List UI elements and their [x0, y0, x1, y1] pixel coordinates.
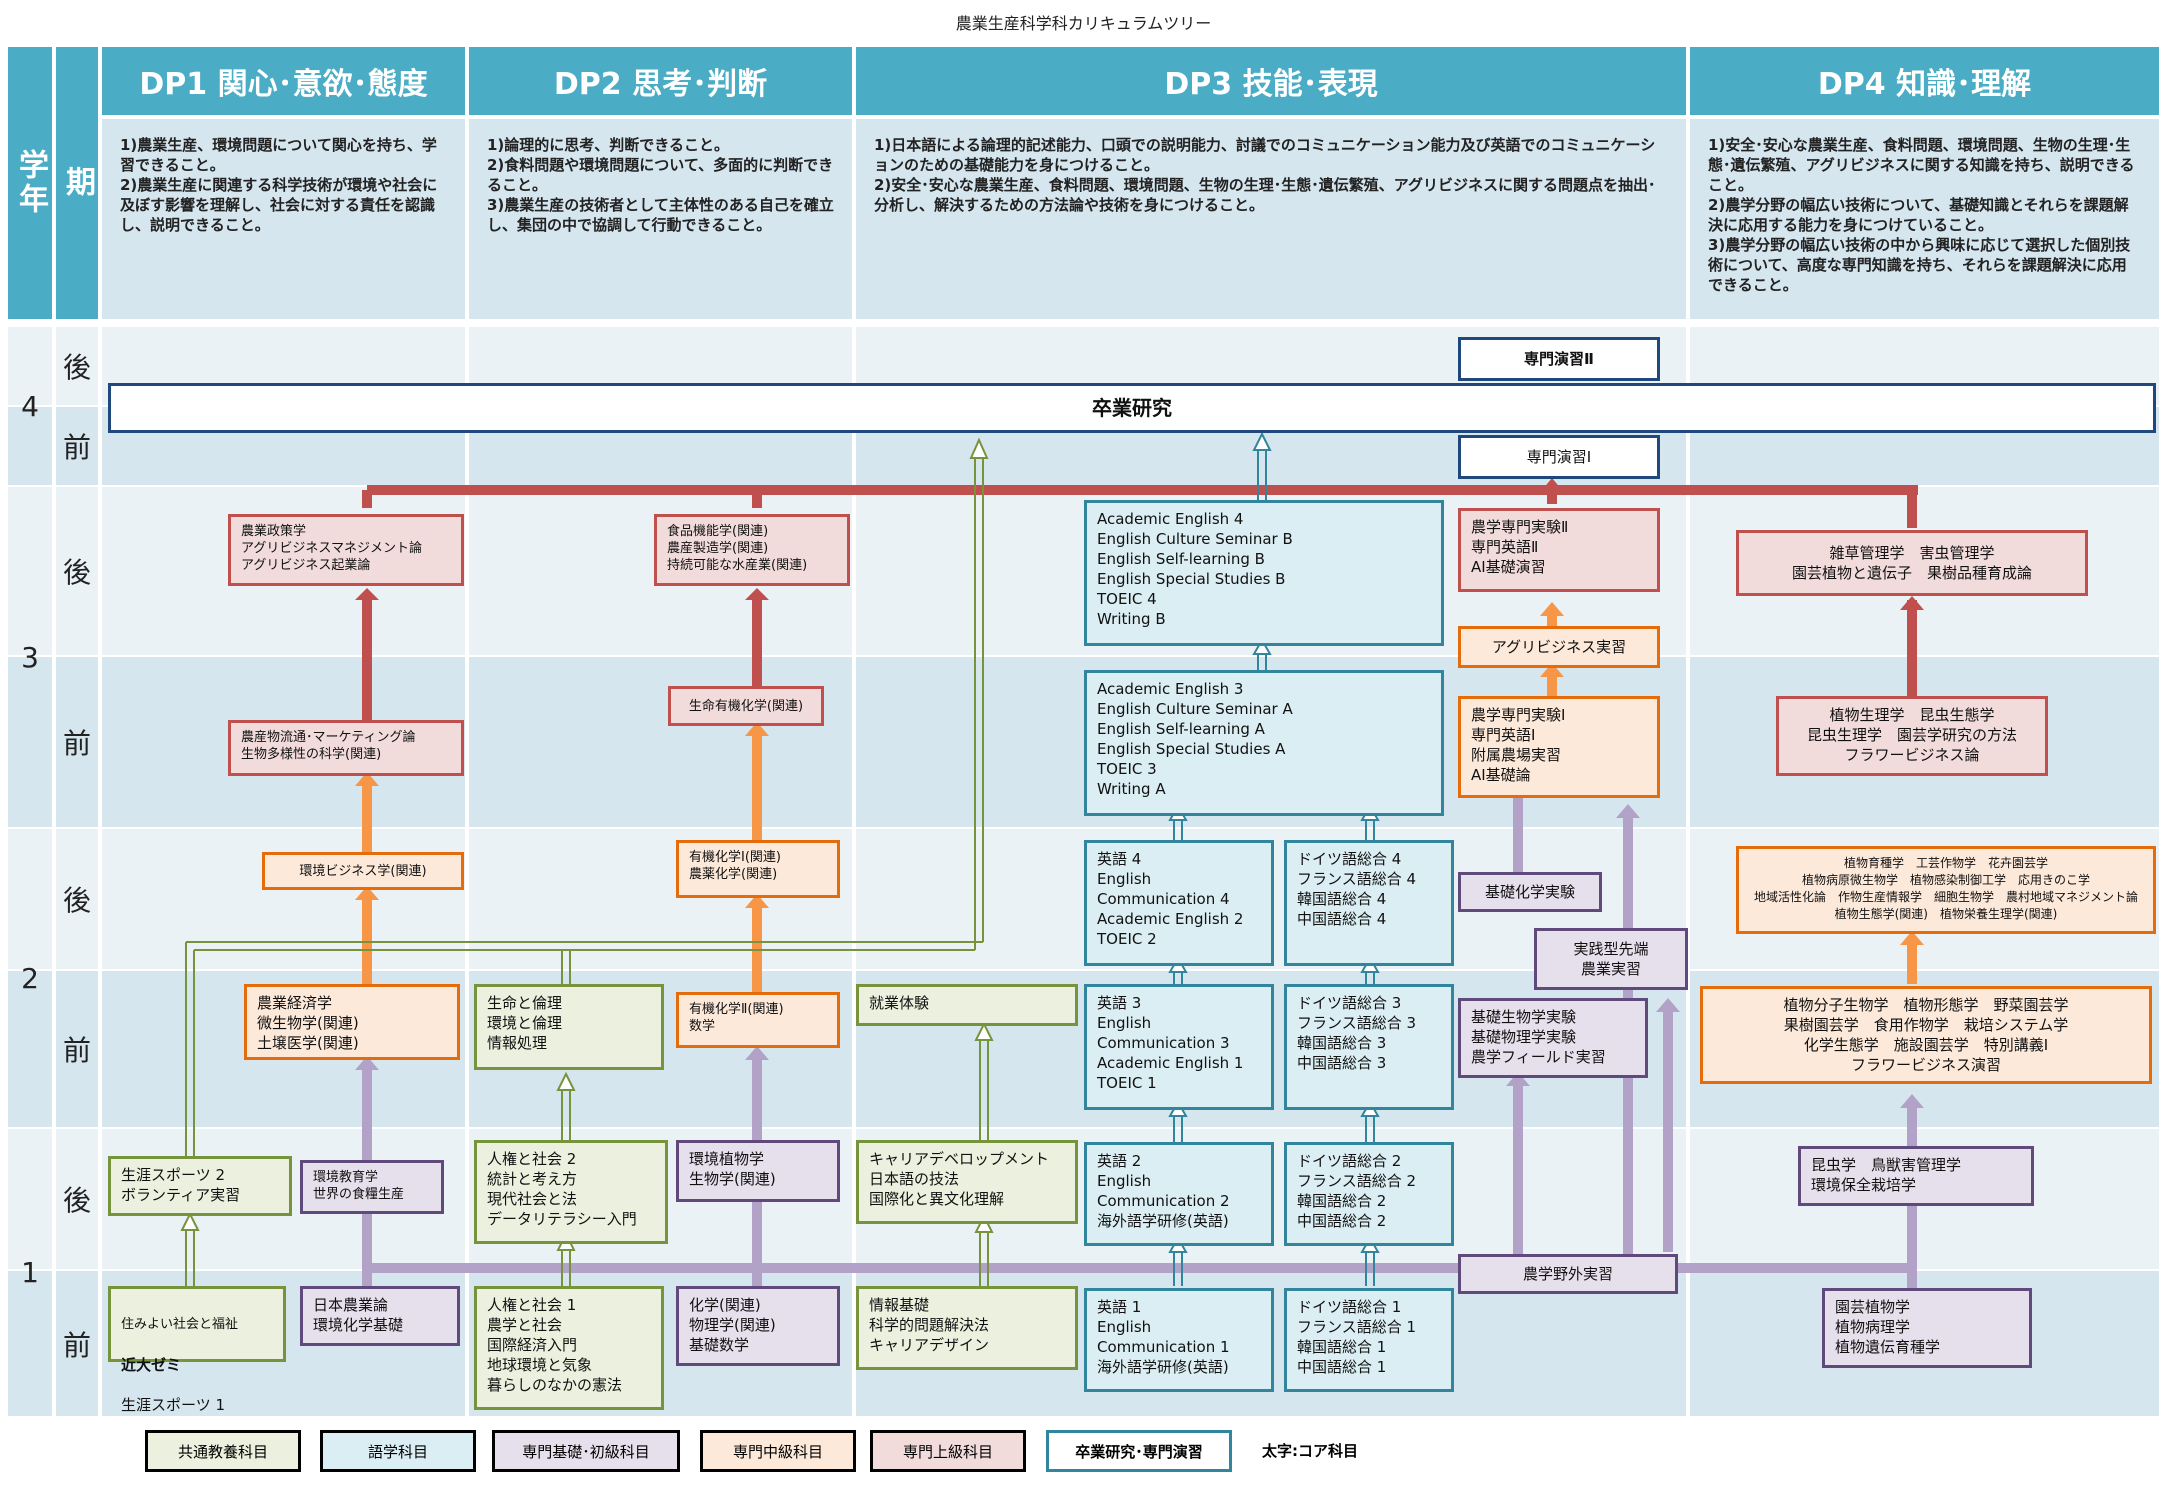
y1-late-general-courses: 人権と社会 2 統計と考え方 現代社会と法 データリテラシー入門 [474, 1140, 668, 1244]
sotsugyo-kenkyu: 卒業研究 [108, 383, 2156, 433]
year-3: 3 [21, 640, 39, 674]
y3-late-jikken-courses: 農学専門実験Ⅱ 専門英語Ⅱ AI基礎演習 [1458, 508, 1660, 592]
term-1-early: 前 [62, 1328, 91, 1362]
legend-language: 語学科目 [320, 1430, 476, 1472]
y2-early-language-courses: ドイツ語総合 3 フランス語総合 3 韓国語総合 3 中国語総合 3 [1284, 984, 1454, 1110]
y2-early-dp1-courses: 農業経済学 微生物学(関連) 土壌医学(関連) [244, 984, 460, 1060]
y2-early-dp4-courses: 植物分子生物学 植物形態学 野菜園芸学 果樹園芸学 食用作物学 栽培システム学 … [1700, 986, 2152, 1084]
y1-late-career-courses: キャリアデベロップメント 日本語の技法 国際化と異文化理解 [856, 1140, 1078, 1224]
y3-late-dp1-courses: 農業政策学 アグリビジネスマネジメント論 アグリビジネス起業論 [228, 514, 464, 586]
legend-basic: 専門基礎･初級科目 [492, 1430, 680, 1472]
dp1-description: 1)農業生産、環境問題について関心を持ち、学習できること。 2)農業生産に関連す… [102, 119, 465, 319]
y2-late-english-courses: 英語 4 English Communication 4 Academic En… [1084, 840, 1274, 966]
y1-late-dp2-courses: 環境植物学 生物学(関連) [676, 1140, 840, 1202]
shugyo-taiken: 就業体験 [856, 984, 1078, 1026]
kiso-seibutsu-jikken: 基礎生物学実験 基礎物理学実験 農学フィールド実習 [1458, 998, 1648, 1078]
dp4-header: DP4 知識･理解 [1690, 47, 2159, 115]
y3-late-dp4-courses: 雑草管理学 害虫管理学 園芸植物と遺伝子 果樹品種育成論 [1736, 530, 2088, 596]
y2-late-language-courses: ドイツ語総合 4 フランス語総合 4 韓国語総合 4 中国語総合 4 [1284, 840, 1454, 966]
y3-late-dp2-courses: 食品機能学(関連) 農産製造学(関連) 持続可能な水産業(関連) [654, 514, 850, 586]
senmon-enshu-2: 専門演習Ⅱ [1458, 337, 1660, 381]
y2-early-english-courses: 英語 3 English Communication 3 Academic En… [1084, 984, 1274, 1110]
y1-early-language-courses: ドイツ語総合 1 フランス語総合 1 韓国語総合 1 中国語総合 1 [1284, 1288, 1454, 1392]
nogaku-yagai-jisshu: 農学野外実習 [1458, 1254, 1678, 1294]
term-2-late: 後 [62, 884, 91, 917]
y1-early-kindai-courses: 住みよい社会と福祉 近大ゼミ 生涯スポーツ 1 [108, 1286, 286, 1414]
y1-early-dp4-courses: 園芸植物学 植物病理学 植物遺伝育種学 [1822, 1288, 2032, 1368]
year-4: 4 [21, 389, 39, 423]
y2-early-general-courses: 生命と倫理 環境と倫理 情報処理 [474, 984, 664, 1070]
legend-advanced: 専門上級科目 [870, 1430, 1026, 1472]
y3-late-english-courses: Academic English 4 English Culture Semin… [1084, 500, 1444, 646]
dp3-description: 1)日本語による論理的記述能力、口頭での説明能力、討議でのコミュニケーション能力… [856, 119, 1686, 319]
term-1-late: 後 [62, 1184, 91, 1217]
y1-late-env-courses: 環境教育学 世界の食糧生産 [300, 1160, 444, 1214]
y3-early-english-courses: Academic English 3 English Culture Semin… [1084, 670, 1444, 816]
y1-late-sports-courses: 生涯スポーツ 2 ボランティア実習 [108, 1156, 292, 1216]
y1-early-general-courses: 人権と社会 1 農学と社会 国際経済入門 地球環境と気象 暮らしのなかの憲法 [474, 1286, 664, 1410]
jissen-sentan-nogyo-jisshu: 実践型先端 農業実習 [1534, 928, 1688, 990]
shogai-sports-1: 生涯スポーツ 1 [121, 1396, 226, 1414]
y3-early-dp2-courses: 生命有機化学(関連) [668, 686, 824, 726]
y2-early-dp2-courses: 有機化学Ⅱ(関連) 数学 [676, 992, 840, 1048]
y1-early-info-courses: 情報基礎 科学的問題解決法 キャリアデザイン [856, 1286, 1078, 1370]
dp4-description: 1)安全･安心な農業生産、食料問題、環境問題、生物の生理･生態･遺伝繁殖、アグリ… [1690, 119, 2159, 319]
term-3-late: 後 [62, 556, 91, 589]
y1-early-english-courses: 英語 1 English Communication 1 海外語学研修(英語) [1084, 1288, 1274, 1392]
sumiyoi-shakai: 住みよい社会と福祉 [121, 1317, 239, 1332]
y3-early-jikken-courses: 農学専門実験Ⅰ 専門英語Ⅰ 附属農場実習 AI基礎論 [1458, 696, 1660, 798]
year-2: 2 [21, 961, 39, 995]
term-4-early: 前 [62, 431, 91, 464]
senmon-enshu-1: 専門演習Ⅰ [1458, 435, 1660, 479]
y2-late-dp2-courses: 有機化学Ⅰ(関連) 農薬化学(関連) [676, 840, 840, 898]
legend-core-note: 太字:コア科目 [1262, 1442, 1358, 1460]
dp3-header: DP3 技能･表現 [856, 47, 1686, 115]
y1-early-nihon-courses: 日本農業論 環境化学基礎 [300, 1286, 460, 1346]
kiso-kagaku-jikken: 基礎化学実験 [1458, 872, 1602, 912]
y1-early-dp2-courses: 化学(関連) 物理学(関連) 基礎数学 [676, 1286, 840, 1366]
y1-late-english-courses: 英語 2 English Communication 2 海外語学研修(英語) [1084, 1142, 1274, 1246]
dp2-header: DP2 思考･判断 [469, 47, 852, 115]
year-1: 1 [21, 1256, 39, 1289]
agribusiness-jisshu: アグリビジネス実習 [1458, 626, 1660, 668]
y2-late-dp1-courses: 環境ビジネス学(関連) [262, 852, 464, 890]
page-title: 農業生産科学科カリキュラムツリー [955, 14, 1212, 33]
kindai-zemi: 近大ゼミ [121, 1356, 182, 1374]
year-header: 学年 [8, 47, 52, 319]
dp1-header: DP1 関心･意欲･態度 [102, 47, 465, 115]
y3-early-dp4-courses: 植物生理学 昆虫生態学 昆虫生理学 園芸学研究の方法 フラワービジネス論 [1776, 696, 2048, 776]
term-4-late: 後 [62, 351, 91, 384]
term-3-early: 前 [62, 727, 91, 760]
legend-graduation: 卒業研究･専門演習 [1046, 1430, 1232, 1472]
y1-late-dp4-courses: 昆虫学 鳥獣害管理学 環境保全栽培学 [1798, 1146, 2034, 1206]
dp2-description: 1)論理的に思考、判断できること。 2)食料問題や環境問題について、多面的に判断… [469, 119, 852, 319]
y3-early-dp1-courses: 農産物流通･マーケティング論 生物多様性の科学(関連) [228, 720, 464, 776]
legend-general: 共通教養科目 [145, 1430, 301, 1472]
term-2-early: 前 [62, 1034, 91, 1067]
term-header: 期 [56, 47, 98, 319]
legend-intermediate: 専門中級科目 [700, 1430, 856, 1472]
y2-late-dp4-courses: 植物育種学 工芸作物学 花卉園芸学 植物病原微生物学 植物感染制御工学 応用きの… [1736, 846, 2156, 934]
y1-late-language-courses: ドイツ語総合 2 フランス語総合 2 韓国語総合 2 中国語総合 2 [1284, 1142, 1454, 1246]
